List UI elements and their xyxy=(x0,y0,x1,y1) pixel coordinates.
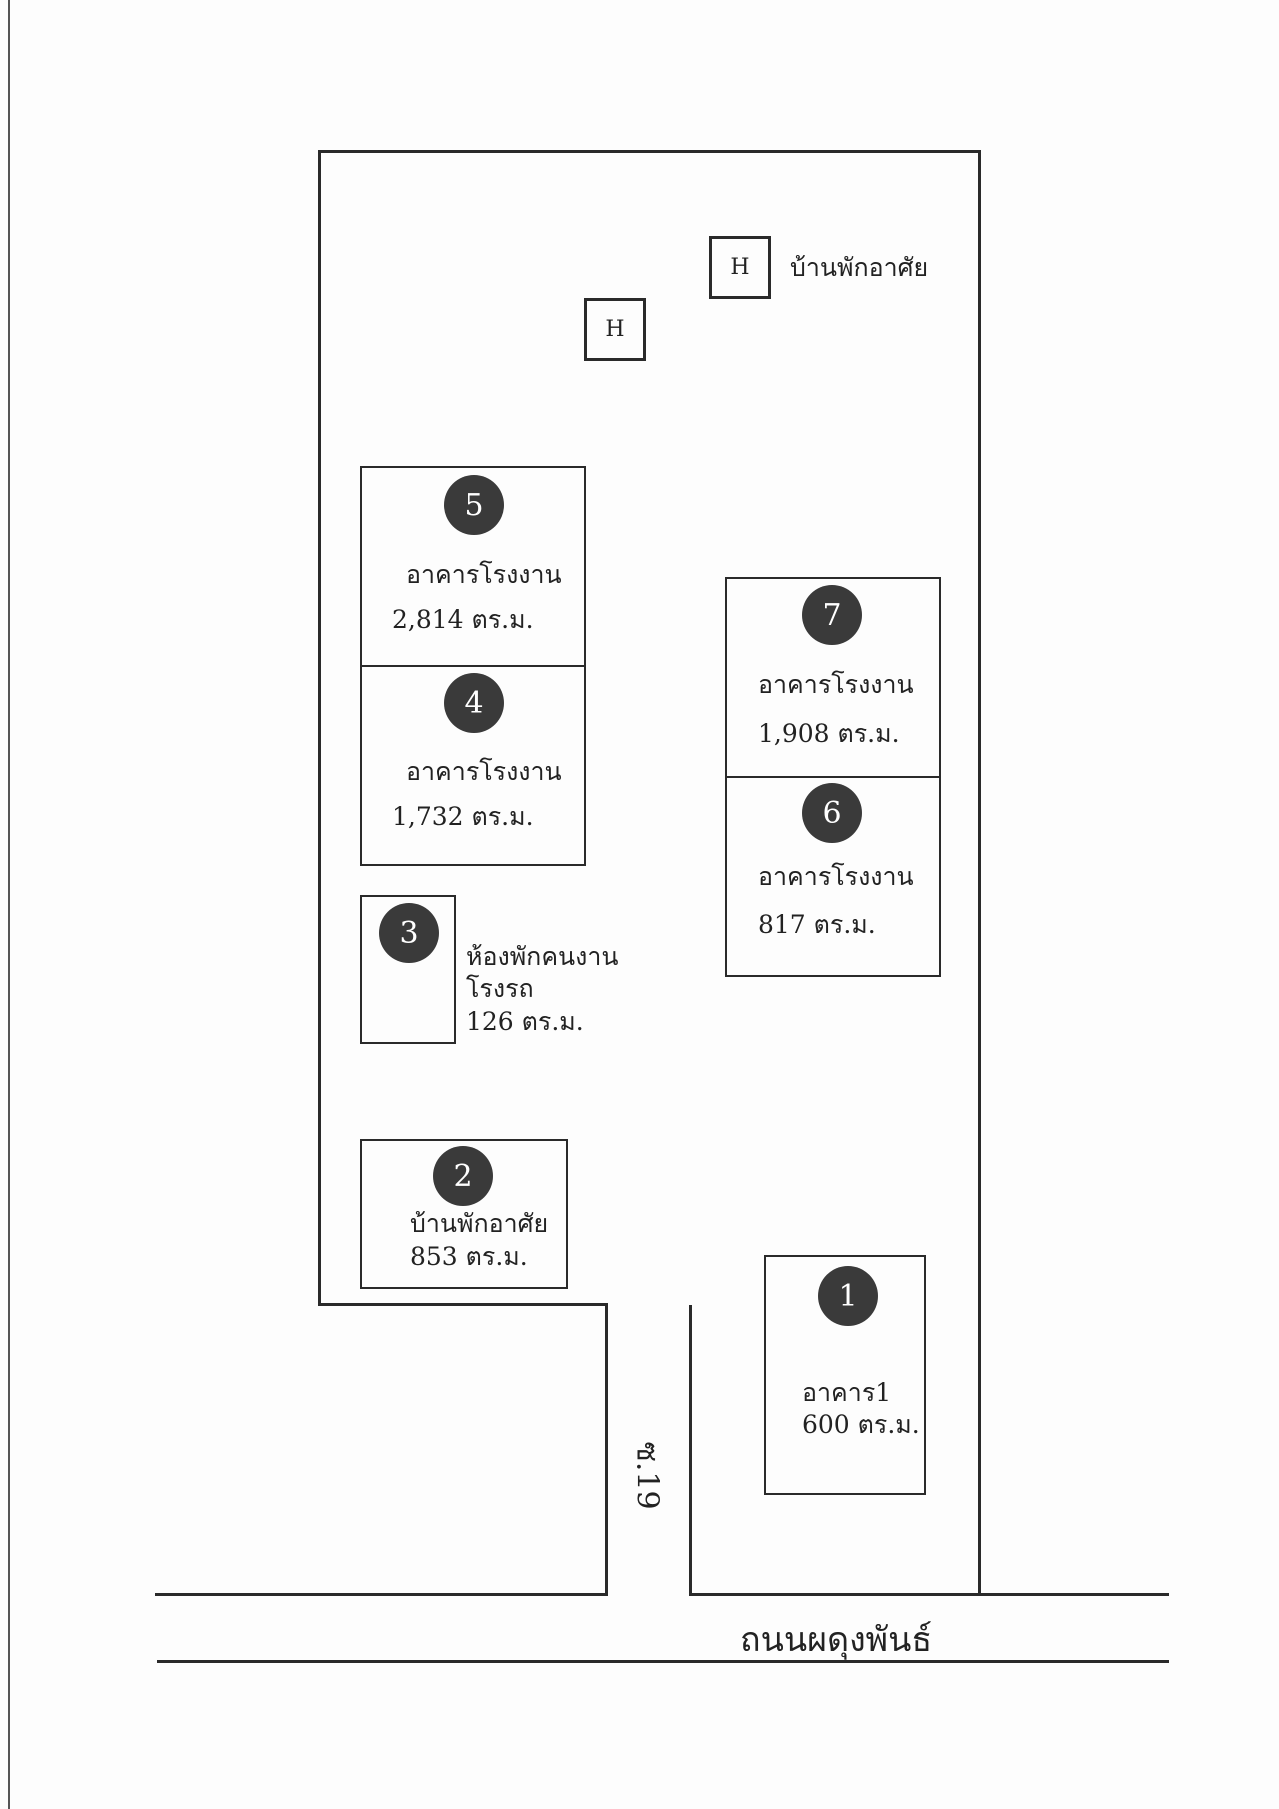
building-4-name: อาคารโรงงาน xyxy=(406,757,562,786)
building-3-area: 126 ตร.ม. xyxy=(466,1007,584,1036)
building-3-name-2: โรงรถ xyxy=(466,974,534,1003)
residence-marker: H xyxy=(584,298,646,361)
building-6-name: อาคารโรงงาน xyxy=(758,862,914,891)
building-2-number: 2 xyxy=(433,1146,493,1206)
building-5-number: 5 xyxy=(444,475,504,535)
road-name: ถนนผดุงพันธ์ xyxy=(740,1620,933,1660)
building-3-name: ห้องพักคนงาน xyxy=(466,942,619,971)
building-7-number: 7 xyxy=(802,585,862,645)
building-6-number: 6 xyxy=(802,783,862,843)
soi-label: ซ.19 xyxy=(629,1441,665,1510)
building-2-name: บ้านพักอาศัย xyxy=(410,1209,549,1238)
building-7-name: อาคารโรงงาน xyxy=(758,670,914,699)
residence-marker: H xyxy=(709,236,771,299)
building-5-name: อาคารโรงงาน xyxy=(406,560,562,589)
building-4-area: 1,732 ตร.ม. xyxy=(392,802,534,831)
building-1-number: 1 xyxy=(818,1266,878,1326)
building-7-area: 1,908 ตร.ม. xyxy=(758,719,900,748)
building-6-box xyxy=(725,776,941,977)
building-1-box xyxy=(764,1255,926,1495)
building-3-box xyxy=(360,895,456,1044)
residence-label: บ้านพักอาศัย xyxy=(790,253,929,282)
building-4-box xyxy=(360,665,586,866)
page-edge xyxy=(8,0,10,1809)
building-6-area: 817 ตร.ม. xyxy=(758,910,876,939)
building-1-area: 600 ตร.ม. xyxy=(802,1410,920,1439)
building-5-area: 2,814 ตร.ม. xyxy=(392,605,534,634)
building-4-number: 4 xyxy=(444,673,504,733)
building-3-number: 3 xyxy=(379,903,439,963)
building-2-box xyxy=(360,1139,568,1289)
building-2-area: 853 ตร.ม. xyxy=(410,1242,528,1271)
building-1-name: อาคาร1 xyxy=(802,1378,892,1407)
